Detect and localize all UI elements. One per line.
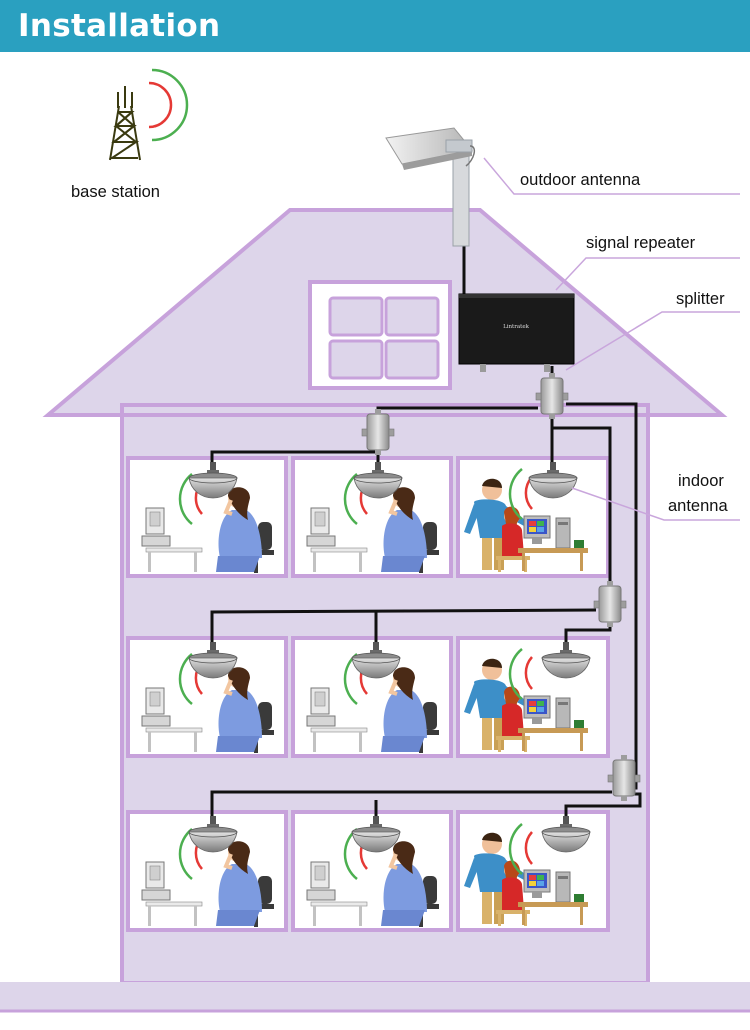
repeater-logo: Lintratek <box>503 324 530 330</box>
splitter-floor-3 <box>361 408 395 456</box>
indoor-antenna-label-line2: antenna <box>668 497 728 515</box>
splitter-floor-2 <box>593 580 627 628</box>
outdoor-antenna-label: outdoor antenna <box>520 171 641 189</box>
base-station-tower-icon <box>108 86 141 161</box>
base-station-signal-icon <box>148 68 189 142</box>
signal-repeater-device: Lintratek <box>458 293 575 372</box>
header-bar: Installation <box>0 0 750 52</box>
signal-repeater-label: signal repeater <box>586 234 696 252</box>
indoor-antenna-label-line1: indoor <box>678 472 724 490</box>
splitter-label: splitter <box>676 290 725 308</box>
outdoor-antenna-icon <box>385 127 476 247</box>
callout-leaders <box>483 157 740 521</box>
base-station-label: base station <box>71 183 160 201</box>
coaxial-cables <box>210 148 642 820</box>
splitter-floor-1 <box>607 754 641 802</box>
splitter-main <box>535 372 569 420</box>
page-title: Installation <box>18 8 221 44</box>
